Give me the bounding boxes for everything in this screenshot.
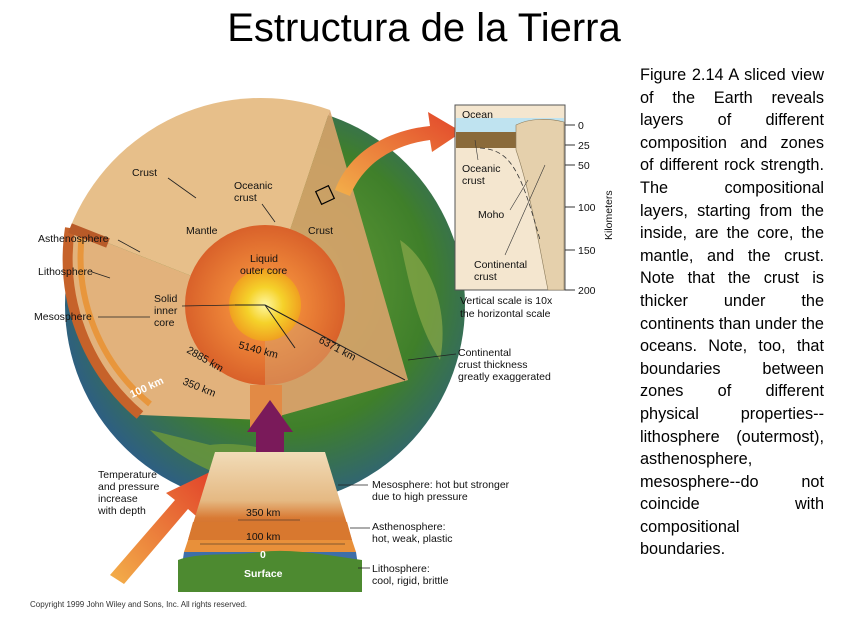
inset-tick: 50 xyxy=(578,160,590,172)
leader-oceanic xyxy=(261,203,276,223)
inset-oceanic-crust xyxy=(456,132,516,148)
label-mantle: Mantle xyxy=(186,225,218,237)
label-350km-column: 350 km xyxy=(246,507,281,519)
mantle-wedge-shadow xyxy=(265,305,408,420)
lithosphere-band xyxy=(62,227,144,419)
zoom-arrow xyxy=(335,112,462,196)
label-solid-inner-core: core xyxy=(154,317,175,329)
inset-oceanic-label: Oceanic xyxy=(462,163,501,175)
inset-moho-label: Moho xyxy=(478,209,504,221)
label-solid-inner-core: Solid xyxy=(154,293,178,305)
land-mass xyxy=(400,240,443,360)
label-mesosphere-desc: due to high pressure xyxy=(372,491,468,503)
label-asthenosphere-desc: Asthenosphere: xyxy=(372,521,446,533)
label-asthenosphere: Asthenosphere xyxy=(38,233,109,245)
radius-5140-line xyxy=(264,304,296,349)
inset-oceanic-label: crust xyxy=(462,175,485,187)
leader-lithosphere xyxy=(91,271,111,279)
radius-6371-line xyxy=(264,304,406,381)
inset-tick: 100 xyxy=(578,202,596,214)
inset-tick: 200 xyxy=(578,285,596,297)
inset-continental-label: crust xyxy=(474,271,497,283)
column-arrow xyxy=(247,400,293,462)
oceanic-leader xyxy=(474,139,479,161)
asthenosphere-column xyxy=(188,522,352,540)
inset-marker xyxy=(314,184,336,206)
inset-continental-crust xyxy=(515,119,565,291)
label-temperature: and pressure xyxy=(98,481,159,493)
label-continental: crust thickness xyxy=(458,359,527,371)
inset-note: Vertical scale is 10x xyxy=(460,295,553,307)
figure-caption: Figure 2.14 A sliced view of the Earth r… xyxy=(640,66,824,559)
page-title: Estructura de la Tierra xyxy=(227,6,621,50)
crust-edge xyxy=(68,223,110,248)
leader-continental xyxy=(407,353,457,361)
label-continental: greatly exaggerated xyxy=(458,371,551,383)
mesosphere-column xyxy=(188,452,352,540)
inset-continental-label: Continental xyxy=(474,259,527,271)
label-surface: Surface xyxy=(244,568,283,580)
inset-note: the horizontal scale xyxy=(460,308,551,320)
layer-column xyxy=(178,452,362,592)
moho-leader xyxy=(509,179,529,211)
inset-tick: 0 xyxy=(578,120,584,132)
column-labels: Temperature and pressure increase with d… xyxy=(97,469,510,587)
leader-crust xyxy=(167,177,197,199)
globe xyxy=(62,97,465,505)
label-crust: Crust xyxy=(132,167,157,179)
inset-ocean-label: Ocean xyxy=(462,109,493,121)
inset-panel: 0 25 50 100 150 200 Kilometers Ocean Oce… xyxy=(454,104,615,320)
label-lithosphere-desc: cool, rigid, brittle xyxy=(372,575,449,587)
inset-tick: 25 xyxy=(578,140,590,152)
label-temperature: increase xyxy=(98,493,138,505)
inset-axis-label: Kilometers xyxy=(603,190,615,240)
label-oceanic-crust: crust xyxy=(234,192,257,204)
label-continental: Continental xyxy=(458,347,511,359)
leader-asthenosphere xyxy=(117,239,141,253)
asthenosphere-band-column xyxy=(184,540,356,552)
leader-inner-core xyxy=(181,304,237,307)
inset-moho-line xyxy=(479,147,541,241)
inset-tick: 150 xyxy=(578,245,596,257)
label-asthenosphere-desc: hot, weak, plastic xyxy=(372,533,453,545)
depth-arrow xyxy=(110,472,210,584)
label-temperature: Temperature xyxy=(98,469,157,481)
label-liquid-outer-core: Liquid xyxy=(250,253,278,265)
label-liquid-outer-core: outer core xyxy=(240,265,287,277)
label-crust-right: Crust xyxy=(308,225,333,237)
label-zero: 0 xyxy=(260,549,266,561)
label-lithosphere: Lithosphere xyxy=(38,266,93,278)
continental-leader xyxy=(504,164,546,256)
label-solid-inner-core: inner xyxy=(154,305,178,317)
label-mesosphere: Mesosphere xyxy=(34,311,92,323)
asthenosphere-band xyxy=(77,233,152,407)
label-oceanic-crust: Oceanic xyxy=(234,180,273,192)
surface-land xyxy=(178,550,362,592)
label-mesosphere-desc: Mesosphere: hot but stronger xyxy=(372,479,510,491)
copyright: Copyright 1999 John Wiley and Sons, Inc.… xyxy=(30,600,247,609)
label-lithosphere-desc: Lithosphere: xyxy=(372,563,430,575)
label-100km-column: 100 km xyxy=(246,531,281,543)
label-temperature: with depth xyxy=(97,505,146,517)
